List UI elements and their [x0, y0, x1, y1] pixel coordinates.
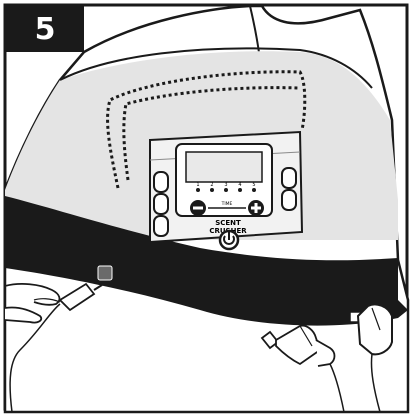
indicator-label-4: 4	[238, 182, 241, 188]
charging-port	[98, 266, 112, 280]
indicator-4	[238, 188, 242, 192]
indicator-label-2: 2	[210, 182, 213, 188]
side-button-right-2	[282, 190, 296, 210]
lcd-screen	[186, 152, 262, 182]
indicator-2	[210, 188, 214, 192]
minus-button-icon	[190, 200, 206, 216]
indicator-label-1: 1	[196, 182, 199, 188]
indicator-1	[196, 188, 200, 192]
time-label: TIME	[221, 201, 233, 207]
plus-button-icon	[248, 200, 264, 216]
side-button-left-1	[154, 172, 168, 192]
step-number: 5	[35, 12, 56, 47]
side-button-right-1	[282, 168, 296, 188]
side-button-left-2	[154, 194, 168, 214]
power-button-icon	[220, 231, 238, 249]
indicator-label-3: 3	[224, 182, 227, 188]
indicator-3	[224, 188, 228, 192]
brand-line-1: SCENT	[215, 219, 241, 227]
indicator-5	[252, 188, 256, 192]
indicator-label-5: 5	[252, 182, 255, 188]
step-number-badge: 5	[6, 6, 84, 52]
side-button-left-3	[154, 216, 168, 236]
